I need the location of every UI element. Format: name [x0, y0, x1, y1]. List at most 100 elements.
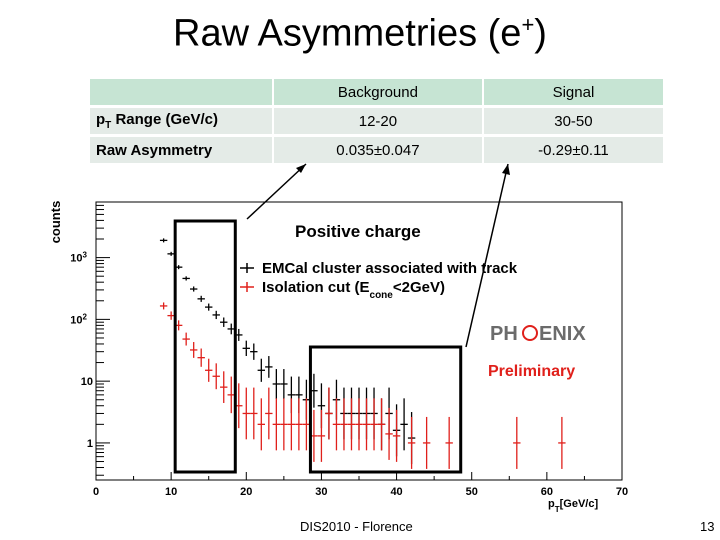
data-point	[257, 398, 266, 451]
slide-title: Raw Asymmetries (e+)	[0, 12, 720, 56]
data-point	[422, 416, 431, 469]
data-point	[227, 323, 235, 335]
x-tick-label: 0	[93, 486, 99, 498]
legend-iso-main: Isolation cut (E	[262, 279, 370, 296]
legend-entry-isolation: Isolation cut (Econe<2GeV)	[262, 279, 445, 301]
data-point	[205, 303, 213, 311]
table-header-row: Background Signal	[90, 79, 663, 108]
data-point	[197, 348, 205, 367]
data-point	[159, 238, 168, 243]
series-isolation	[159, 302, 566, 469]
data-point	[272, 369, 281, 399]
arrow-signal	[465, 163, 509, 348]
x-tick-label: 50	[466, 486, 478, 498]
table-header-empty	[90, 79, 273, 108]
data-point	[325, 387, 333, 440]
data-point	[302, 398, 311, 451]
region-box-signal	[308, 345, 463, 474]
data-point	[295, 398, 303, 451]
row-label-pt-range: pT Range (GeV/c)	[90, 106, 273, 137]
data-point	[189, 342, 198, 358]
arrow-signal-head	[502, 164, 510, 175]
phenix-logo: PH ENIX	[490, 323, 586, 345]
data-series	[159, 238, 566, 469]
row-label-sub: T	[105, 120, 112, 131]
row-label-rest: Range (GeV/c)	[111, 111, 218, 128]
x-tick-label: 60	[541, 486, 553, 498]
logo-sun-icon	[522, 325, 538, 341]
selection-regions	[173, 219, 463, 474]
row-label-raw-asymmetry: Raw Asymmetry	[90, 135, 273, 166]
x-axis-label-rest: [GeV/c]	[560, 498, 599, 510]
cell-background-range: 12-20	[272, 106, 483, 137]
asymmetry-table: Background Signal pT Range (GeV/c) 12-20…	[90, 79, 663, 166]
data-point	[182, 332, 190, 346]
data-point	[167, 311, 175, 320]
cell-signal-asymmetry: -0.29±0.11	[481, 135, 663, 166]
y-tick-label: 1	[87, 438, 93, 450]
plot-frame	[95, 201, 623, 481]
data-point	[189, 286, 198, 292]
data-point	[220, 371, 228, 403]
logo-text-ph: PH	[490, 323, 518, 345]
y-tick-label: 103	[70, 250, 87, 265]
legend: EMCal cluster associated with track Isol…	[240, 260, 518, 301]
arrow-background-head	[296, 164, 306, 173]
data-point	[242, 387, 250, 440]
cell-background-asymmetry: 0.035±0.047	[272, 135, 483, 166]
y-tick-label: 102	[70, 312, 87, 327]
table-row: Raw Asymmetry 0.035±0.047 -0.29±0.11	[90, 135, 663, 166]
x-tick-label: 20	[240, 486, 252, 498]
data-point	[250, 343, 258, 360]
data-point	[242, 340, 250, 357]
data-point	[347, 398, 356, 451]
data-point	[445, 416, 453, 469]
x-tick-label: 40	[390, 486, 402, 498]
region-box-background	[173, 219, 237, 474]
row-label-main: Raw Asymmetry	[96, 141, 213, 159]
series-track	[159, 238, 416, 465]
data-point	[280, 369, 288, 399]
data-point	[317, 409, 326, 462]
footer-text: DIS2010 - Florence	[300, 519, 413, 534]
data-point	[377, 398, 386, 451]
x-tick-label: 70	[616, 486, 628, 498]
data-point	[400, 398, 408, 451]
x-axis-label-sub: T	[555, 505, 560, 514]
data-point	[340, 398, 348, 451]
data-point	[362, 398, 371, 451]
data-point	[197, 295, 205, 302]
table-header-signal: Signal	[481, 79, 663, 108]
data-point	[205, 358, 213, 382]
logo-text-enix: ENIX	[539, 323, 586, 345]
page-number: 13	[700, 519, 715, 534]
y-tick-label: 10	[81, 376, 93, 388]
data-point	[280, 398, 288, 451]
data-point	[250, 387, 258, 440]
table-header-background: Background	[272, 79, 483, 108]
data-point	[392, 409, 401, 462]
slide-title-sup: +	[521, 12, 535, 37]
data-point	[167, 251, 175, 256]
data-point	[159, 302, 168, 310]
data-point	[227, 376, 235, 414]
row-label-main: p	[96, 111, 106, 128]
x-tick-label: 10	[165, 486, 177, 498]
x-axis-label-main: p	[548, 498, 555, 510]
data-point	[355, 398, 363, 451]
legend-iso-sub: cone	[370, 290, 394, 301]
data-point	[272, 398, 281, 451]
arrow-background	[246, 163, 307, 220]
data-point	[265, 387, 273, 440]
data-point	[212, 363, 220, 390]
data-point	[370, 398, 378, 451]
data-point	[332, 398, 341, 451]
data-point	[558, 416, 566, 469]
data-point	[265, 356, 273, 378]
data-point	[407, 416, 416, 469]
data-point	[220, 317, 228, 327]
chart-title: Positive charge	[295, 222, 421, 241]
data-point	[182, 276, 190, 281]
preliminary-label: Preliminary	[488, 363, 575, 380]
